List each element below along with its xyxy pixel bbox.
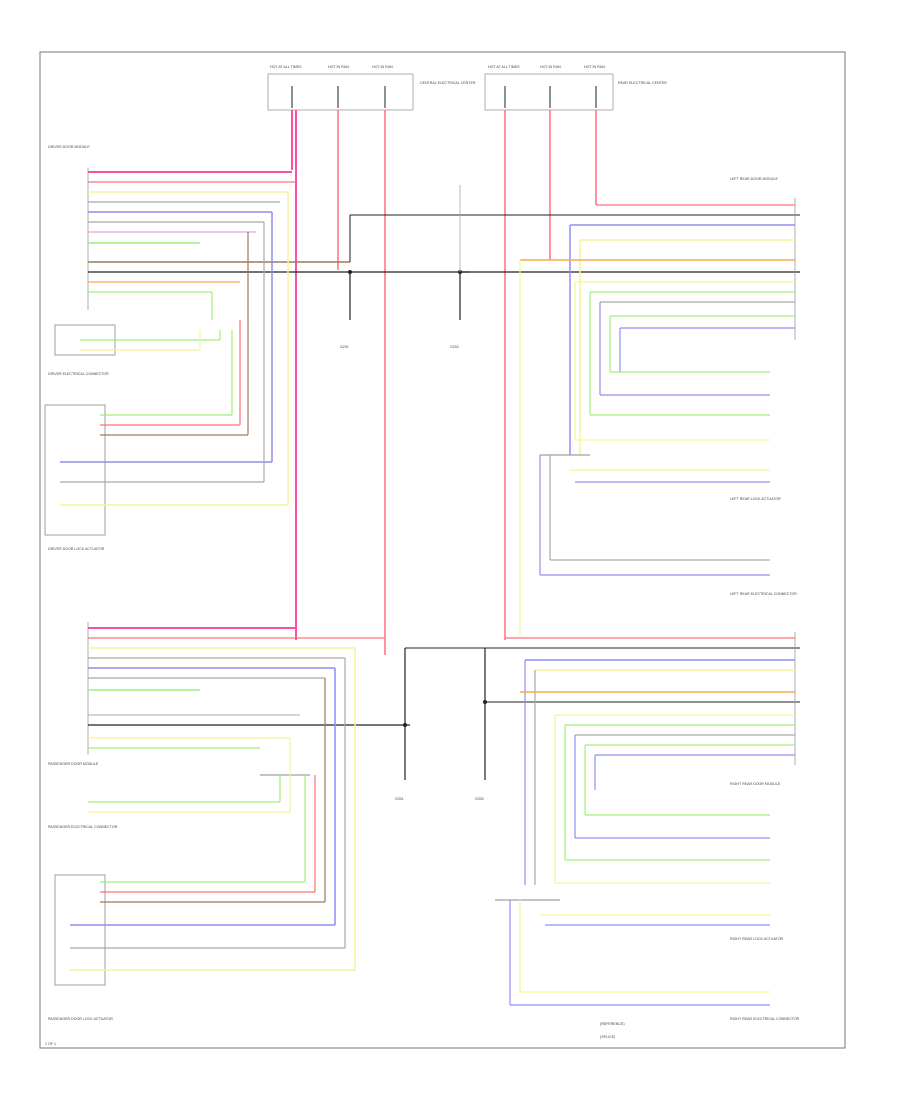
ground-bus-driver: G201 G202	[340, 185, 800, 349]
passenger-connector-label: PASSENGER ELECTRICAL CONNECTOR	[48, 825, 118, 829]
ground-1-label: G201	[340, 345, 349, 349]
fuse-label-1: HOT AT ALL TIMES	[270, 65, 302, 69]
left-rear-actuator-label: LEFT REAR LOCK ACTUATOR	[730, 497, 781, 501]
right-rear-actuator-label: RIGHT REAR LOCK ACTUATOR	[730, 937, 784, 941]
fuse-group-left: HOT AT ALL TIMES HOT IN RUN HOT IN RUN C…	[267, 65, 476, 111]
right-rear-actuator: RIGHT REAR LOCK ACTUATOR RIGHT REAR ELEC…	[495, 899, 800, 1021]
passenger-connector: PASSENGER ELECTRICAL CONNECTOR	[48, 738, 310, 829]
ground-3-label: G301	[395, 797, 404, 801]
driver-actuator-box	[44, 404, 106, 536]
passenger-actuator: PASSENGER DOOR LOCK ACTUATOR	[48, 648, 356, 1021]
fuse-box-left	[267, 73, 414, 111]
passenger-door-module: PASSENGER DOOR MODULE	[48, 622, 410, 766]
driver-door-actuator: DRIVER DOOR LOCK ACTUATOR	[44, 192, 289, 551]
fuse-label-3: HOT IN RUN	[372, 65, 393, 69]
right-rear-module-label: RIGHT REAR DOOR MODULE	[730, 782, 781, 786]
passenger-actuator-label: PASSENGER DOOR LOCK ACTUATOR	[48, 1017, 113, 1021]
passenger-actuator-box	[54, 874, 106, 986]
legend: (REFERENCE) (SPLICE) 1 OF 1	[45, 1022, 625, 1046]
diagram-frame	[39, 51, 846, 1049]
left-rear-actuator: LEFT REAR LOCK ACTUATOR LEFT REAR ELECTR…	[539, 454, 797, 596]
fuse-label-6: HOT IN RUN	[584, 65, 605, 69]
left-rear-connector-label: LEFT REAR ELECTRICAL CONNECTOR	[730, 592, 797, 596]
right-rear-module: RIGHT REAR DOOR MODULE	[505, 632, 796, 885]
ground-bus-passenger: G301 G302	[395, 647, 800, 801]
fuse-label-5: HOT IN RUN	[540, 65, 561, 69]
page-reference: 1 OF 1	[45, 1042, 56, 1046]
feed-wires	[291, 110, 597, 655]
pass-ground-splice-1	[403, 723, 407, 727]
left-rear-module-label: LEFT REAR DOOR MODULE	[730, 177, 778, 181]
fuse-label-4: HOT AT ALL TIMES	[488, 65, 520, 69]
driver-actuator-label: DRIVER DOOR LOCK ACTUATOR	[48, 547, 105, 551]
fuse-box-right-label: REAR ELECTRICAL CENTER	[618, 81, 667, 85]
legend-item-1: (REFERENCE)	[600, 1022, 625, 1026]
driver-door-module: DRIVER DOOR MODULE	[48, 145, 350, 320]
legend-item-2: (SPLICE)	[600, 1035, 615, 1039]
fuse-group-right: HOT AT ALL TIMES HOT IN RUN HOT IN RUN R…	[484, 65, 667, 111]
fuse-box-left-label: CENTRAL ELECTRICAL CENTER	[420, 81, 476, 85]
ground-4-label: G302	[475, 797, 484, 801]
driver-connector-label: DRIVER ELECTRICAL CONNECTOR	[48, 372, 109, 376]
driver-door-module-label: DRIVER DOOR MODULE	[48, 145, 90, 149]
fuse-label-2: HOT IN RUN	[328, 65, 349, 69]
ground-2-label: G202	[450, 345, 459, 349]
passenger-module-label: PASSENGER DOOR MODULE	[48, 762, 99, 766]
left-rear-module: LEFT REAR DOOR MODULE	[519, 177, 796, 635]
fuse-box-right	[484, 73, 614, 111]
right-rear-connector-label: RIGHT REAR ELECTRICAL CONNECTOR	[730, 1017, 800, 1021]
driver-lock-connector: DRIVER ELECTRICAL CONNECTOR	[48, 324, 221, 376]
